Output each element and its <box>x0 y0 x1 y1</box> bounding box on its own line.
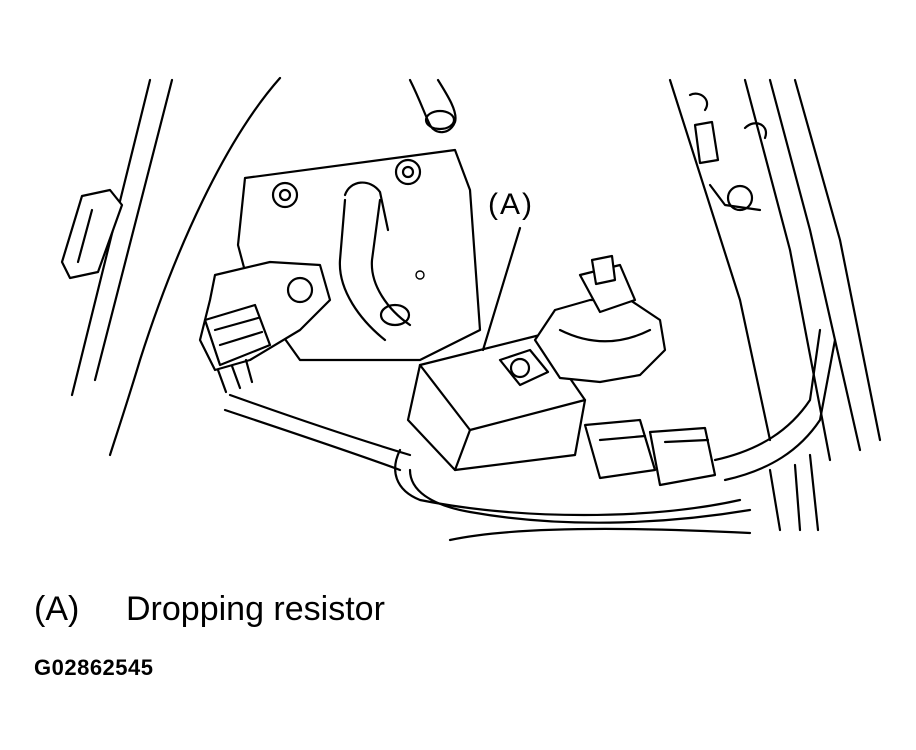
legend-text: Dropping resistor <box>126 590 385 628</box>
upper-hose <box>408 78 457 134</box>
figure-code: G02862545 <box>34 655 154 680</box>
right-body-panel <box>668 78 882 462</box>
right-connector <box>583 418 717 487</box>
sensor-fitting <box>533 254 667 384</box>
wiring-harness <box>223 328 837 542</box>
left-body-panel <box>60 76 282 457</box>
callout-label-a: (A) <box>488 188 534 221</box>
callout-leader-line <box>481 226 522 352</box>
legend-key: (A) <box>34 590 80 628</box>
left-connector <box>198 260 332 394</box>
dropping-resistor <box>406 333 587 472</box>
component-illustration <box>60 76 882 542</box>
